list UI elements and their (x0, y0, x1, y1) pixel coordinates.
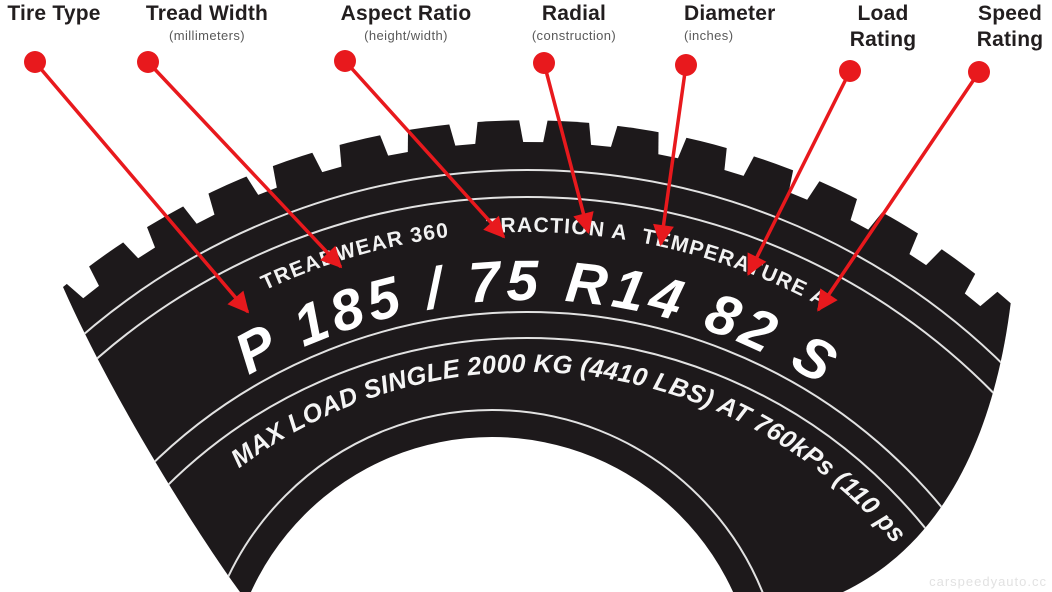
wheel-hub-hole (250, 437, 734, 592)
label-speed-rating: Speed Rating (966, 1, 1052, 53)
label-radial-title: Radial (541, 2, 607, 25)
label-tire-type-title: Tire Type (7, 2, 101, 25)
callout-arrows (24, 50, 990, 314)
arrow-load-rating (747, 60, 861, 276)
label-load-rating-title: Load Rating (849, 2, 917, 51)
label-tread-width-sub: (millimeters) (169, 28, 245, 43)
label-radial-sub: (construction) (531, 28, 617, 43)
arrow-radial (533, 52, 594, 235)
arrow-tire-type (24, 51, 250, 314)
label-aspect-ratio: Aspect Ratio (height/width) (333, 1, 479, 43)
arrow-aspect-ratio (334, 50, 506, 239)
arrow-speed-rating (817, 61, 990, 312)
label-speed-rating-title: Speed Rating (976, 2, 1044, 51)
label-tread-width: Tread Width (millimeters) (136, 1, 278, 43)
label-aspect-ratio-sub: (height/width) (364, 28, 448, 43)
arrow-tread-width (137, 51, 343, 269)
label-radial: Radial (construction) (512, 1, 636, 43)
label-diameter-title: Diameter (684, 2, 776, 25)
arrow-diameter (653, 54, 697, 247)
sidewall-rib-lines (63, 169, 1011, 592)
label-load-rating: Load Rating (839, 1, 927, 53)
label-diameter-sub: (inches) (684, 28, 734, 43)
label-tread-width-title: Tread Width (145, 2, 269, 25)
watermark: carspeedyauto.cc (929, 574, 1047, 589)
label-aspect-ratio-title: Aspect Ratio (340, 2, 472, 25)
label-tire-type: Tire Type (0, 1, 108, 27)
label-diameter: Diameter (inches) (684, 1, 796, 43)
